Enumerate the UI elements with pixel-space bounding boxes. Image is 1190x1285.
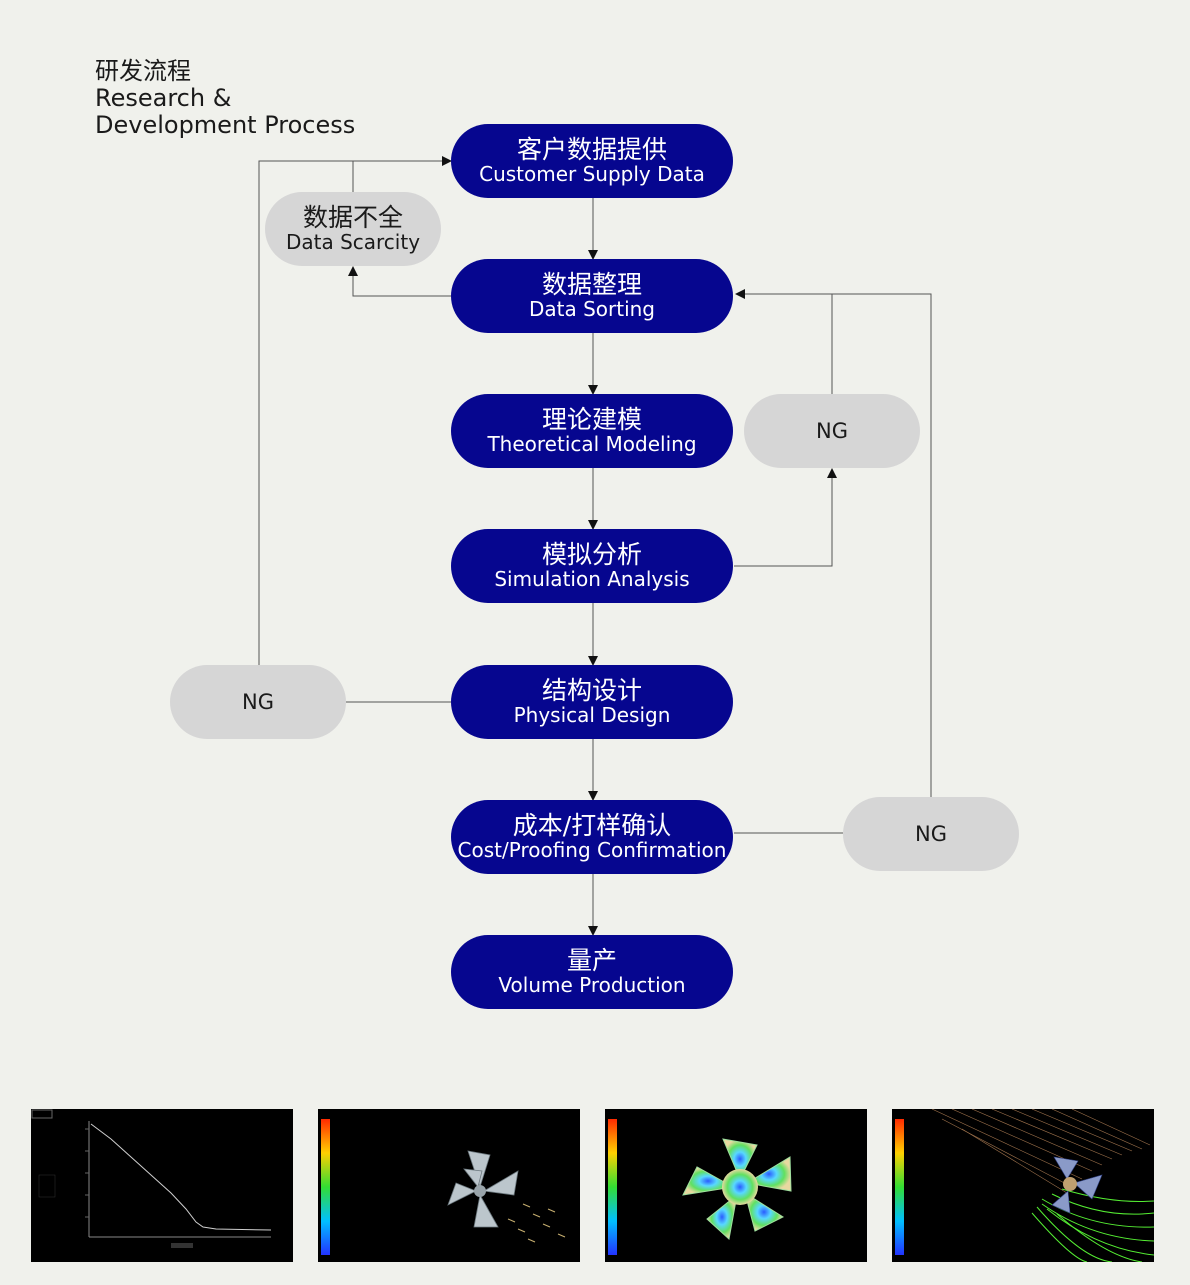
step-volume-production: 量产 Volume Production <box>451 935 733 1009</box>
thumbnail-line-plot <box>31 1109 293 1262</box>
step-customer-supply-data: 客户数据提供 Customer Supply Data <box>451 124 733 198</box>
feedback-ng-cost: NG <box>843 797 1019 871</box>
arrow-sorting-to-scarcity <box>348 266 451 297</box>
feedback-data-scarcity: 数据不全 Data Scarcity <box>265 192 441 266</box>
step-data-sorting: 数据整理 Data Sorting <box>451 259 733 333</box>
title-en-line2: Development Process <box>95 111 356 139</box>
feedback-ng-design: NG <box>170 665 346 739</box>
thumbnail-fan-pressure <box>605 1109 867 1262</box>
line-ng-cost-to-sorting <box>832 293 932 797</box>
title-en-line1: Research & <box>95 84 232 112</box>
thumbnail-fan-velocity <box>318 1109 580 1262</box>
feedback-ng-simulation: NG <box>744 394 920 468</box>
arrow-ng-left-to-customer <box>258 160 353 665</box>
step-cost-proofing: 成本/打样确认 Cost/Proofing Confirmation <box>451 800 733 874</box>
arrow-scarcity-to-customer <box>352 156 452 192</box>
page-title: 研发流程 Research & Development Process <box>95 58 355 139</box>
arrow-simulation-to-ng <box>734 468 837 567</box>
step-physical-design: 结构设计 Physical Design <box>451 665 733 739</box>
step-theoretical-modeling: 理论建模 Theoretical Modeling <box>451 394 733 468</box>
title-zh: 研发流程 <box>95 57 191 85</box>
thumbnail-fan-streamlines <box>892 1109 1154 1262</box>
arrow-ng-to-sorting-a <box>735 289 833 394</box>
step-simulation-analysis: 模拟分析 Simulation Analysis <box>451 529 733 603</box>
flow-connectors <box>258 156 932 936</box>
